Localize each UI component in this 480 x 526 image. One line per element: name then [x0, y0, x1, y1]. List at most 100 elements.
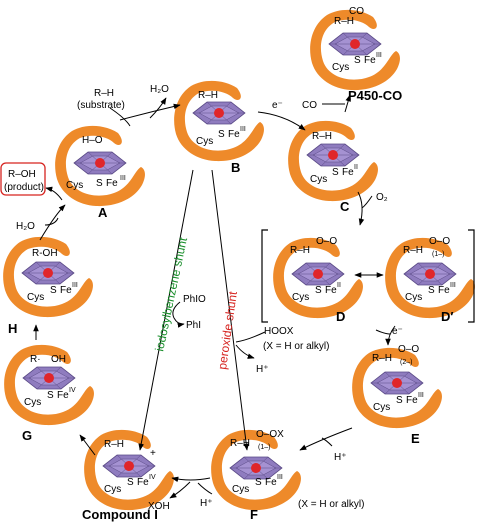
- reagent-electron-2: e⁻: [392, 326, 403, 337]
- arrow-proton-ef-in: [321, 437, 333, 447]
- state-CpdI-protein: [84, 429, 174, 511]
- arrow-phi-out: [173, 317, 185, 328]
- state-F-top: R–H: [230, 438, 250, 449]
- arrow-iodo-shunt: [138, 169, 194, 451]
- state-Dp-charge: (1–): [432, 251, 444, 258]
- reagent-water-in: H₂O: [16, 221, 35, 232]
- arrow-proton-shunt-out: [235, 344, 255, 359]
- state-B-iron: Fe: [228, 129, 240, 140]
- state-A-label: A: [98, 205, 108, 220]
- arrow-CpdI-to-G: [79, 434, 96, 456]
- state-E-ligand: O–O: [398, 344, 419, 355]
- state-E-protein: [352, 347, 442, 429]
- arrow-hoox-in: [235, 331, 266, 343]
- bracket-right: [468, 229, 475, 323]
- state-F-s: S: [255, 477, 262, 488]
- state-A-s: S: [96, 178, 103, 189]
- arrow-water-in: [44, 217, 59, 226]
- state-P450CO-label: P450-CO: [348, 88, 402, 103]
- arrow-xoh-out: [169, 481, 191, 499]
- arrow-C-to-P450CO: [344, 94, 351, 113]
- state-H-label: H: [8, 321, 17, 336]
- reagent-o2: O₂: [376, 192, 388, 203]
- state-D-protein: [273, 237, 363, 319]
- state-E-s: S: [396, 395, 403, 406]
- arrow-peroxide-shunt: [211, 169, 249, 451]
- arrow-product-out: [45, 186, 63, 201]
- state-E-label: E: [411, 431, 420, 446]
- state-D-s: S: [315, 285, 322, 296]
- state-G-top: R·: [30, 354, 41, 365]
- state-H-s: S: [50, 285, 57, 296]
- shunt-peroxide-label: peroxide shunt: [215, 290, 240, 371]
- arrow-o2-in: [361, 195, 373, 209]
- arrow-e2-in: [375, 329, 391, 335]
- state-F-iron: Fe: [265, 477, 277, 488]
- state-B-top: R–H: [198, 90, 218, 101]
- state-E-ox: III: [418, 392, 424, 399]
- state-CpdI-top: R–H: [104, 439, 124, 450]
- arrow-water-out: [149, 97, 167, 119]
- state-F-label: F: [250, 507, 258, 522]
- reagent-co: CO: [302, 100, 317, 111]
- arrow-substrate-in: [109, 107, 131, 127]
- state-G-protein: [4, 344, 94, 426]
- state-C-label: C: [340, 199, 350, 214]
- state-A-cys: Cys: [66, 180, 83, 191]
- state-F-protein: [211, 429, 301, 511]
- product-label-2: (product): [4, 182, 44, 193]
- state-D-cys: Cys: [292, 292, 309, 303]
- product-box: [0, 162, 46, 196]
- reagent-phi: PhI: [186, 320, 201, 331]
- state-A-ox: III: [120, 175, 126, 182]
- state-P450CO-protein: [310, 9, 400, 91]
- product-label-1: R–OH: [8, 169, 36, 180]
- state-P450CO-iron: Fe: [364, 55, 376, 66]
- state-D-label: D: [336, 309, 345, 324]
- state-E-charge: (2–): [400, 359, 412, 366]
- arrow-Dp-to-E: [385, 325, 396, 346]
- state-CpdI-s: S: [127, 477, 134, 488]
- state-P450CO-cys: Cys: [332, 62, 349, 73]
- state-C-s: S: [332, 167, 339, 178]
- state-F-ox: III: [277, 474, 283, 481]
- state-E-top: R–H: [372, 353, 392, 364]
- state-CpdI-iron: Fe: [137, 477, 149, 488]
- reagent-electron-1: e⁻: [272, 100, 283, 111]
- state-F-cys: Cys: [232, 484, 249, 495]
- state-Dp-protein: [385, 237, 475, 319]
- state-E-cys: Cys: [373, 402, 390, 413]
- state-Dp-iron: Fe: [438, 285, 450, 296]
- arrow-C-to-D: [357, 191, 365, 226]
- reagent-xoh: XOH: [148, 501, 170, 512]
- bracket-left: [261, 229, 268, 323]
- state-A-iron: Fe: [106, 178, 118, 189]
- state-G-label: G: [22, 428, 32, 443]
- state-G-s: S: [47, 390, 54, 401]
- state-C-iron: Fe: [342, 167, 354, 178]
- arrow-F-to-CpdI: [171, 476, 211, 483]
- reagent-substrate-2: (substrate): [77, 100, 125, 111]
- reagent-hoox: HOOX: [264, 326, 294, 337]
- state-P450CO-s: S: [354, 55, 361, 66]
- state-Dp-ligand: O–O: [429, 236, 450, 247]
- state-A-top: H–O: [82, 135, 103, 146]
- state-H-top: R-OH: [32, 248, 58, 259]
- state-G-cys: Cys: [24, 397, 41, 408]
- state-G-ligand: OH: [51, 354, 66, 365]
- state-H-ox: III: [72, 282, 78, 289]
- state-E-iron: Fe: [406, 395, 418, 406]
- state-C-top: R–H: [312, 131, 332, 142]
- state-C-cys: Cys: [310, 174, 327, 185]
- state-B-s: S: [218, 129, 225, 140]
- reagent-x-note-1: (X = H or alkyl): [298, 499, 364, 510]
- state-CpdI-cys: Cys: [104, 484, 121, 495]
- state-H-iron: Fe: [60, 285, 72, 296]
- state-Dp-s: S: [428, 285, 435, 296]
- state-C-ox: II: [354, 164, 358, 171]
- arrow-B-to-C: [257, 111, 306, 131]
- state-G-ox: IV: [69, 387, 76, 394]
- reagent-water-out: H₂O: [150, 84, 169, 95]
- state-F-charge: (1–): [258, 444, 270, 451]
